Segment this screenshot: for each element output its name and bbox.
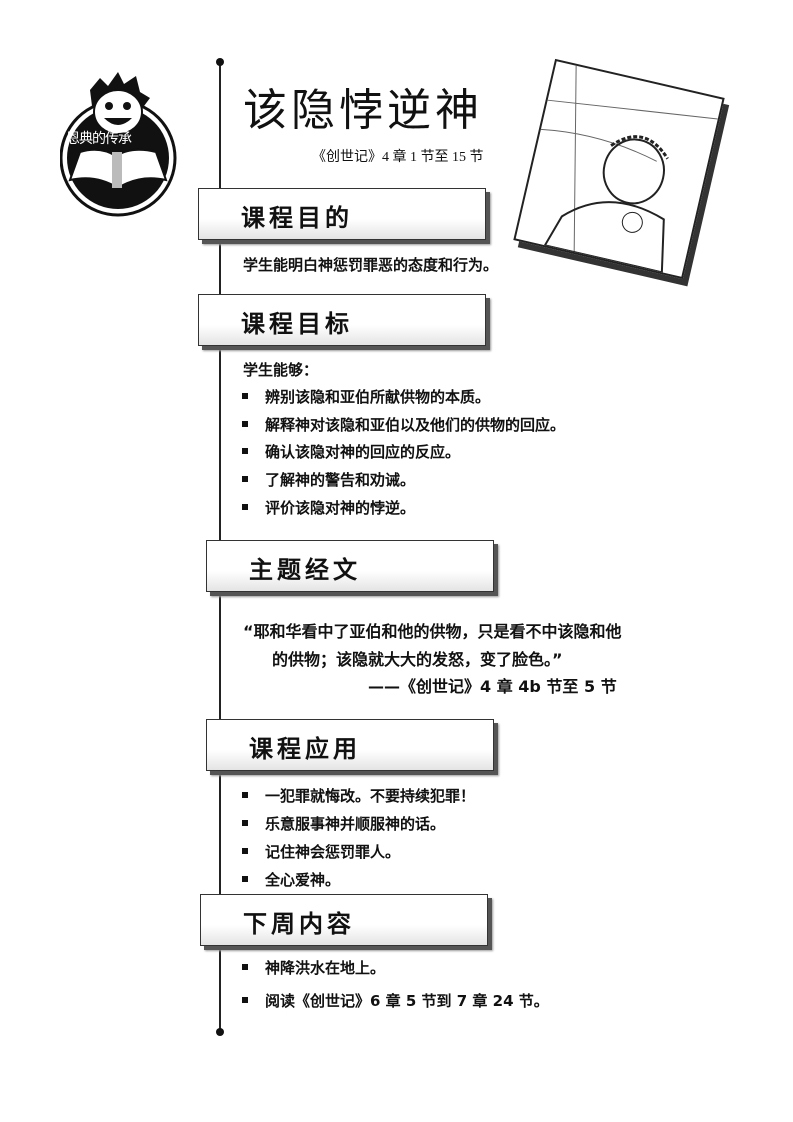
list-item: 辨别该隐和亚伯所献供物的本质。 xyxy=(265,388,491,406)
purpose-text: 学生能明白神惩罚罪恶的态度和行为。 xyxy=(243,256,499,274)
section-header-application: 课程应用 xyxy=(206,719,494,771)
list-item: 阅读《创世记》6 章 5 节到 7 章 24 节。 xyxy=(265,992,549,1010)
bullet-icon xyxy=(242,504,248,510)
section-heading: 下周内容 xyxy=(243,910,355,938)
list-item: 了解神的警告和劝诫。 xyxy=(265,471,416,489)
bullet-icon xyxy=(242,476,248,482)
list-item: 评价该隐对神的悖逆。 xyxy=(265,499,416,517)
key-verse-line-2: 的供物；该隐就大大的发怒，变了脸色。” xyxy=(272,650,563,669)
list-item: 乐意服事神并顺服神的话。 xyxy=(265,815,446,833)
section-heading: 课程应用 xyxy=(249,735,361,763)
section-header-key-verse: 主题经文 xyxy=(206,540,494,592)
bullet-icon xyxy=(242,876,248,882)
list-item: 神降洪水在地上。 xyxy=(265,959,386,977)
objectives-intro: 学生能够： xyxy=(243,361,319,379)
section-header-objectives: 课程目标 xyxy=(198,294,486,346)
section-header-purpose: 课程目的 xyxy=(198,188,486,240)
key-verse-line-1: “耶和华看中了亚伯和他的供物，只是看不中该隐和他 xyxy=(243,622,622,641)
bullet-icon xyxy=(242,421,248,427)
section-header-next-week: 下周内容 xyxy=(200,894,488,946)
bullet-icon xyxy=(242,792,248,798)
timeline-dot-top xyxy=(216,58,224,66)
bullet-icon xyxy=(242,997,248,1003)
bullet-icon xyxy=(242,448,248,454)
key-verse-reference: ——《创世记》4 章 4b 节至 5 节 xyxy=(368,677,617,696)
section-heading: 课程目的 xyxy=(241,204,353,232)
list-item: 记住神会惩罚罪人。 xyxy=(265,843,401,861)
bullet-icon xyxy=(242,848,248,854)
logo-text: 恩典的传承 xyxy=(66,131,132,147)
bullet-icon xyxy=(242,393,248,399)
bullet-icon xyxy=(242,820,248,826)
section-heading: 主题经文 xyxy=(249,556,361,584)
list-item: 一犯罪就悔改。不要持续犯罪！ xyxy=(265,787,476,805)
timeline-dot-bottom xyxy=(216,1028,224,1036)
scripture-reference: 《创世记》4 章 1 节至 15 节 xyxy=(312,150,484,165)
page-title: 该隐悖逆神 xyxy=(243,85,483,136)
list-item: 全心爱神。 xyxy=(265,871,341,889)
section-heading: 课程目标 xyxy=(241,310,353,338)
bullet-icon xyxy=(242,964,248,970)
lesson-illustration xyxy=(513,58,725,280)
list-item: 解释神对该隐和亚伯以及他们的供物的回应。 xyxy=(265,416,566,434)
logo: 恩典的传承 xyxy=(59,70,180,220)
list-item: 确认该隐对神的回应的反应。 xyxy=(265,443,461,461)
